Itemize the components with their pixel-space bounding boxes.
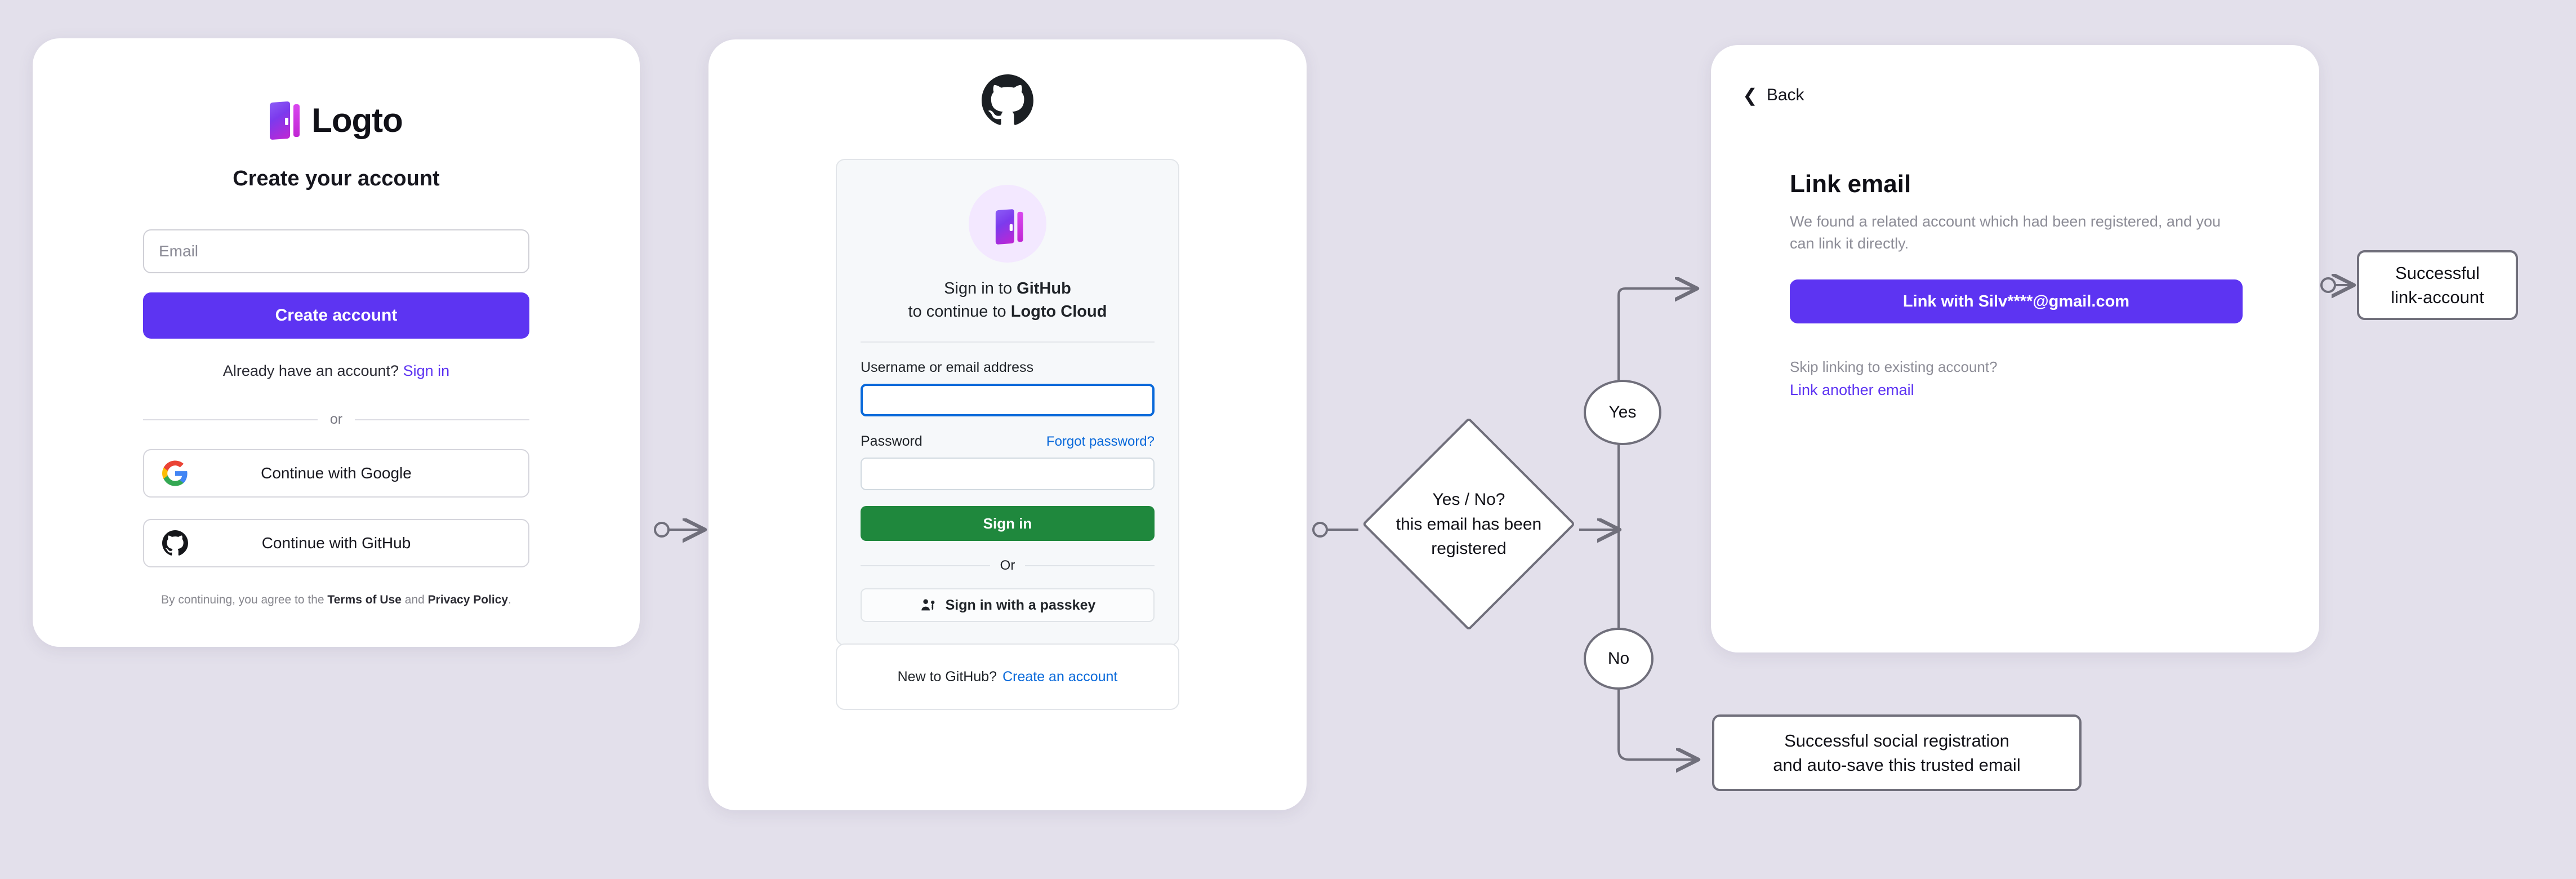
forgot-password-link[interactable]: Forgot password? — [1046, 434, 1155, 450]
divider-label: or — [329, 411, 343, 427]
github-or-divider: Or — [861, 558, 1155, 574]
branch-yes-node: Yes — [1584, 380, 1661, 445]
success-link-line-2: link-account — [2391, 287, 2484, 307]
success-social-line-1: Successful social registration — [1784, 730, 2009, 751]
sign-in-link[interactable]: Sign in — [403, 362, 450, 379]
divider-line-left — [861, 565, 990, 567]
signin-heading: Sign in to GitHub to continue to Logto C… — [861, 277, 1155, 323]
divider-label: Or — [1000, 558, 1015, 574]
signin-heading-prefix: Sign in to — [944, 279, 1017, 298]
email-placeholder: Email — [159, 242, 199, 260]
chevron-left-icon: ❮ — [1742, 85, 1758, 105]
username-input[interactable] — [861, 384, 1155, 417]
or-divider: or — [143, 411, 530, 428]
continue-with-google-button[interactable]: Continue with Google — [143, 449, 529, 498]
page-title: Create your account — [233, 167, 440, 190]
google-icon — [162, 460, 188, 486]
success-link-account-node: Successful link-account — [2357, 250, 2518, 320]
logto-wordmark: Logto — [311, 101, 403, 139]
github-mark-icon — [982, 74, 1033, 125]
branch-no-node: No — [1584, 628, 1654, 690]
password-label-row: Password Forgot password? — [861, 433, 1155, 450]
link-email-description: We found a related account which had bee… — [1790, 213, 2221, 252]
email-input[interactable]: Email — [143, 229, 529, 273]
new-to-github-text: New to GitHub? — [897, 668, 997, 685]
link-another-email-link[interactable]: Link another email — [1790, 381, 1914, 399]
legal-prefix: By continuing, you agree to the — [161, 593, 324, 606]
decision-label: Yes / No? this email has been registered — [1362, 487, 1576, 561]
already-have-account-text: Already have an account? — [222, 362, 399, 379]
continue-with-github-button[interactable]: Continue with GitHub — [143, 519, 529, 567]
decision-node: Yes / No? this email has been registered — [1362, 411, 1576, 637]
github-signin-card: Sign in to GitHub to continue to Logto C… — [708, 39, 1307, 810]
create-an-account-link[interactable]: Create an account — [1002, 668, 1118, 685]
github-button-label: Continue with GitHub — [261, 534, 411, 552]
back-button[interactable]: ❮ Back — [1742, 86, 1804, 105]
passkey-signin-button[interactable]: Sign in with a passkey — [861, 588, 1155, 623]
github-signup-footer: New to GitHub? Create an account — [836, 643, 1179, 710]
continue-to-app: Logto Cloud — [1010, 303, 1107, 321]
success-link-line-1: Successful — [2395, 263, 2480, 283]
divider-line-left — [143, 419, 318, 420]
password-input[interactable] — [861, 458, 1155, 491]
privacy-policy-link[interactable]: Privacy Policy — [427, 593, 509, 606]
terms-of-use-link[interactable]: Terms of Use — [327, 593, 402, 606]
google-button-label: Continue with Google — [261, 464, 412, 482]
success-social-registration-node: Successful social registration and auto-… — [1712, 714, 2082, 791]
create-account-button[interactable]: Create account — [143, 292, 529, 339]
divider-line-right — [355, 419, 530, 420]
link-email-title: Link email — [1790, 170, 1911, 198]
legal-text: By continuing, you agree to the Terms of… — [143, 593, 529, 607]
signin-heading-provider: GitHub — [1017, 279, 1071, 298]
logto-logo: Logto — [143, 95, 529, 146]
already-have-account-row: Already have an account? Sign in — [143, 362, 529, 380]
panel-divider — [861, 341, 1155, 343]
decision-line-1: Yes / No? — [1432, 490, 1505, 509]
continue-to-prefix: to continue to — [908, 303, 1011, 321]
logto-door-icon — [270, 101, 301, 140]
decision-line-2: this email has been — [1396, 514, 1542, 534]
legal-period: . — [508, 593, 511, 606]
success-social-line-2: and auto-save this trusted email — [1773, 755, 2021, 775]
divider-line-right — [1025, 565, 1155, 567]
decision-line-3: registered — [1431, 539, 1507, 558]
link-with-email-button[interactable]: Link with Silv****@gmail.com — [1790, 279, 2243, 324]
github-icon — [162, 530, 188, 556]
signup-card: Logto Create your account Email Create a… — [33, 38, 640, 647]
github-signin-button[interactable]: Sign in — [861, 506, 1155, 541]
legal-and: and — [404, 593, 425, 606]
passkey-button-label: Sign in with a passkey — [945, 597, 1096, 613]
username-label: Username or email address — [861, 359, 1034, 376]
logto-app-avatar — [969, 185, 1046, 263]
logto-door-icon — [995, 208, 1023, 245]
back-label: Back — [1766, 86, 1804, 104]
github-signin-panel: Sign in to GitHub to continue to Logto C… — [836, 159, 1179, 646]
link-email-card: ❮ Back Link email We found a related acc… — [1711, 45, 2319, 652]
password-label: Password — [861, 433, 922, 450]
passkey-icon — [921, 599, 934, 611]
skip-linking-text: Skip linking to existing account? — [1790, 358, 1998, 376]
